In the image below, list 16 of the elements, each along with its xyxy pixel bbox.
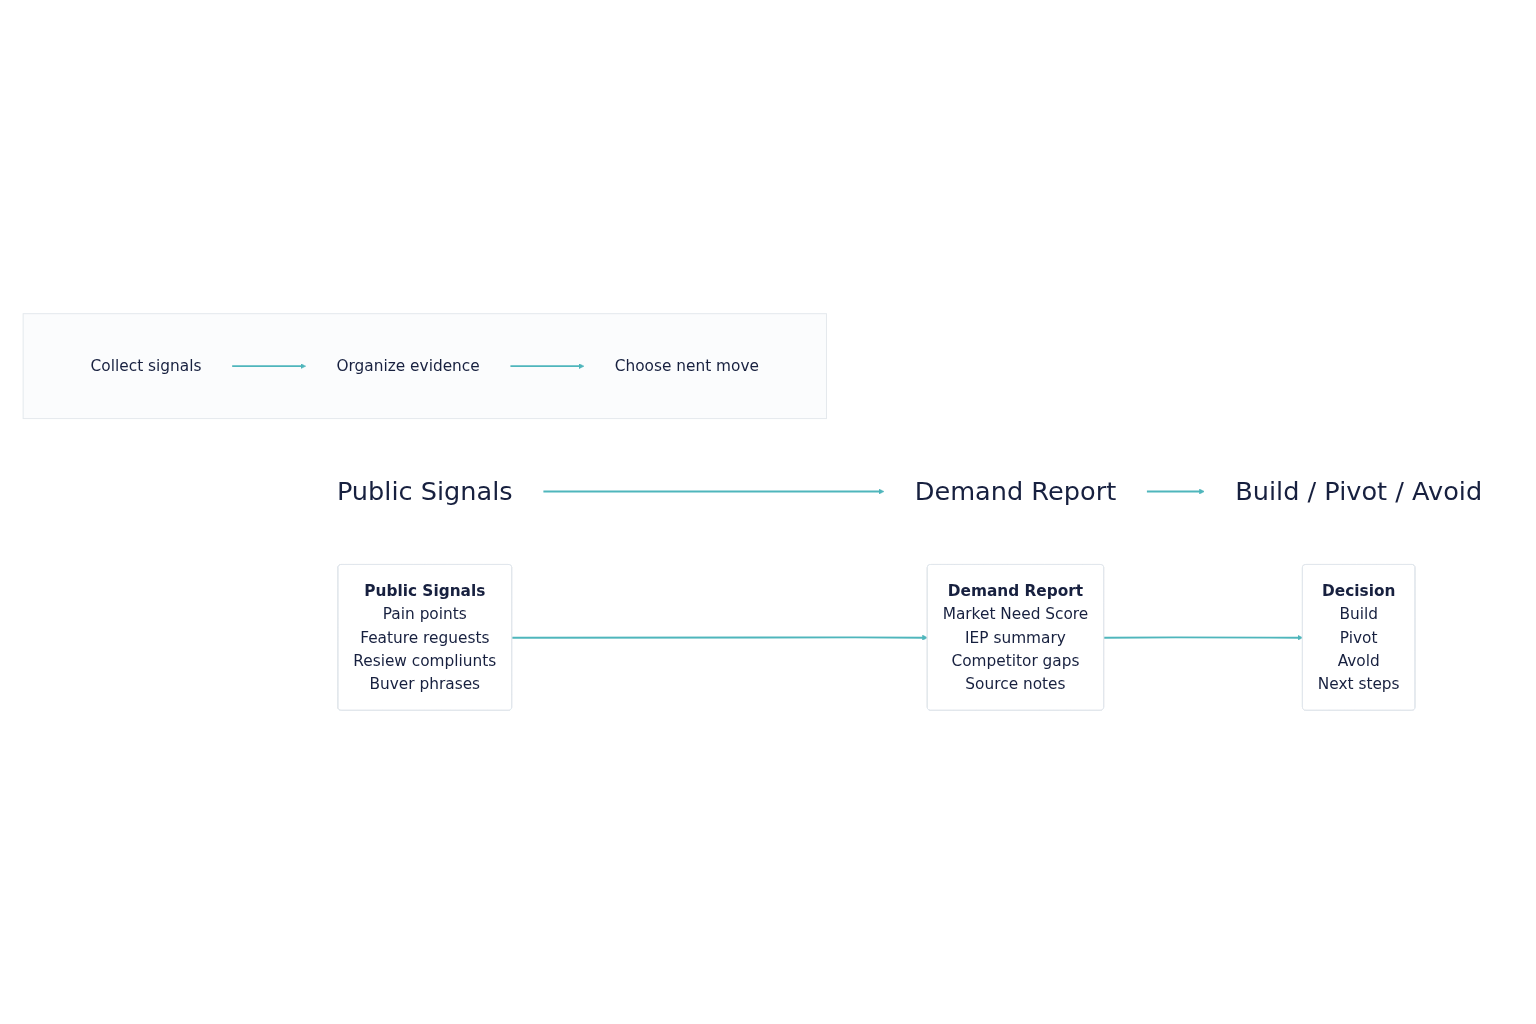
node-text: Organize evidence: [336, 357, 480, 376]
node-text: Decision Build Pivot Avold Next steps: [1317, 582, 1400, 693]
node-text: Public Signals Pain points Feature reguests Resiew compliunts Buver phrases: [353, 582, 497, 693]
arrow: [1145, 488, 1205, 495]
node-text: Demand Report Market Need Score IEP summary Competitor gaps Source notes: [942, 582, 1089, 693]
node-text: Build / Pivot / Avoid: [1235, 476, 1483, 507]
arrow: [231, 363, 306, 369]
node-text: Public Signals: [336, 476, 513, 507]
node-text: Choose nent move: [614, 357, 759, 376]
arrow: [542, 488, 885, 495]
arrow: [511, 634, 928, 641]
node-text: Demand Report: [914, 476, 1117, 507]
arrow: [1103, 634, 1303, 641]
cluster: [22, 313, 827, 420]
node-text: Collect signals: [90, 357, 202, 376]
arrow: [509, 363, 585, 369]
